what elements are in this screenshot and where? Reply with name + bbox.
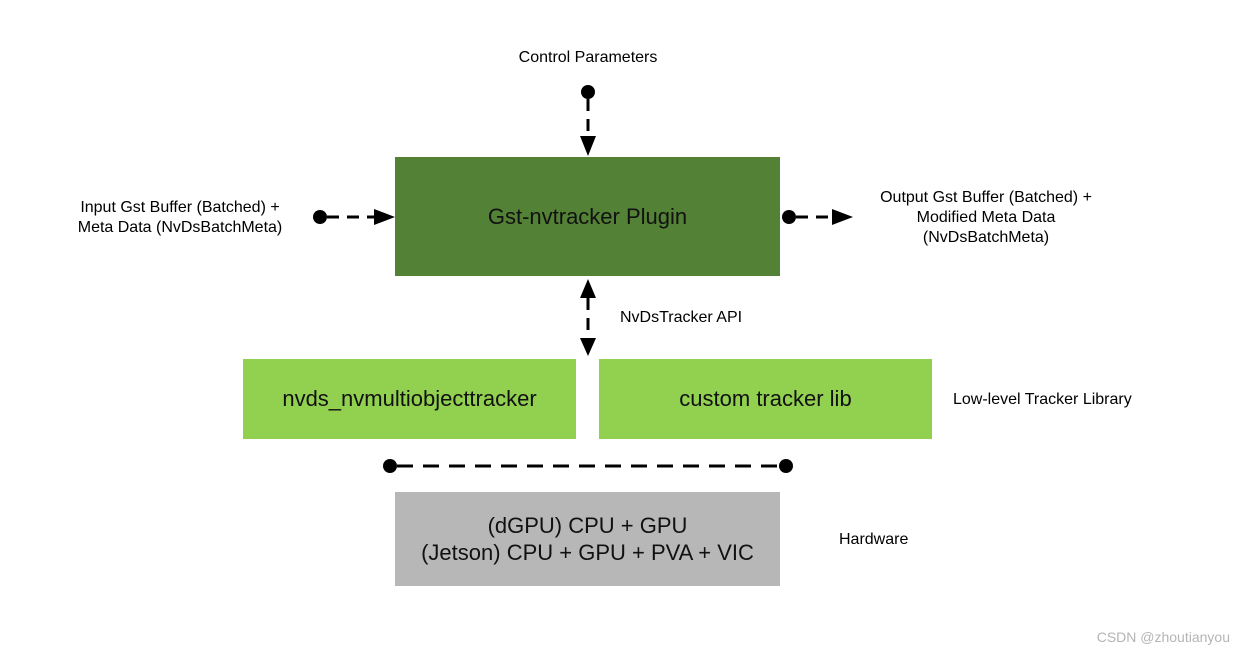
nvmot-box-label: nvds_nvmultiobjecttracker: [282, 386, 537, 411]
plugin-box-label: Gst-nvtracker Plugin: [487, 203, 688, 229]
output-connector: [782, 209, 853, 225]
hardware-label: Hardware: [839, 531, 909, 548]
custom-box-label: custom tracker lib: [679, 386, 852, 411]
hardware-box-line2: (Jetson) CPU + GPU + PVA + VIC: [421, 540, 754, 565]
api-label: NvDsTracker API: [620, 309, 743, 326]
watermark: CSDN @zhoutianyou: [1096, 629, 1230, 645]
output-label-line2: Modified Meta Data: [916, 209, 1056, 226]
input-connector: [313, 209, 395, 225]
input-label-line1: Input Gst Buffer (Batched) +: [80, 199, 280, 216]
control-parameters-label: Control Parameters: [518, 49, 658, 66]
input-label: Input Gst Buffer (Batched) + Meta Data (…: [60, 198, 300, 238]
api-connector: [580, 279, 596, 356]
nvmultiobjecttracker-box: nvds_nvmultiobjecttracker: [243, 359, 576, 439]
hardware-connector: [383, 459, 793, 473]
output-label-line3: (NvDsBatchMeta): [922, 229, 1050, 246]
low-level-library-label: Low-level Tracker Library: [953, 391, 1132, 408]
control-connector: [580, 85, 596, 156]
output-label-line1: Output Gst Buffer (Batched) +: [880, 189, 1092, 206]
hardware-box: (dGPU) CPU + GPU (Jetson) CPU + GPU + PV…: [395, 492, 780, 586]
gst-nvtracker-plugin-box: Gst-nvtracker Plugin: [395, 157, 780, 276]
custom-tracker-lib-box: custom tracker lib: [599, 359, 932, 439]
input-label-line2: Meta Data (NvDsBatchMeta): [77, 219, 283, 236]
hardware-box-line1: (dGPU) CPU + GPU: [487, 513, 688, 538]
output-label: Output Gst Buffer (Batched) + Modified M…: [866, 188, 1106, 248]
